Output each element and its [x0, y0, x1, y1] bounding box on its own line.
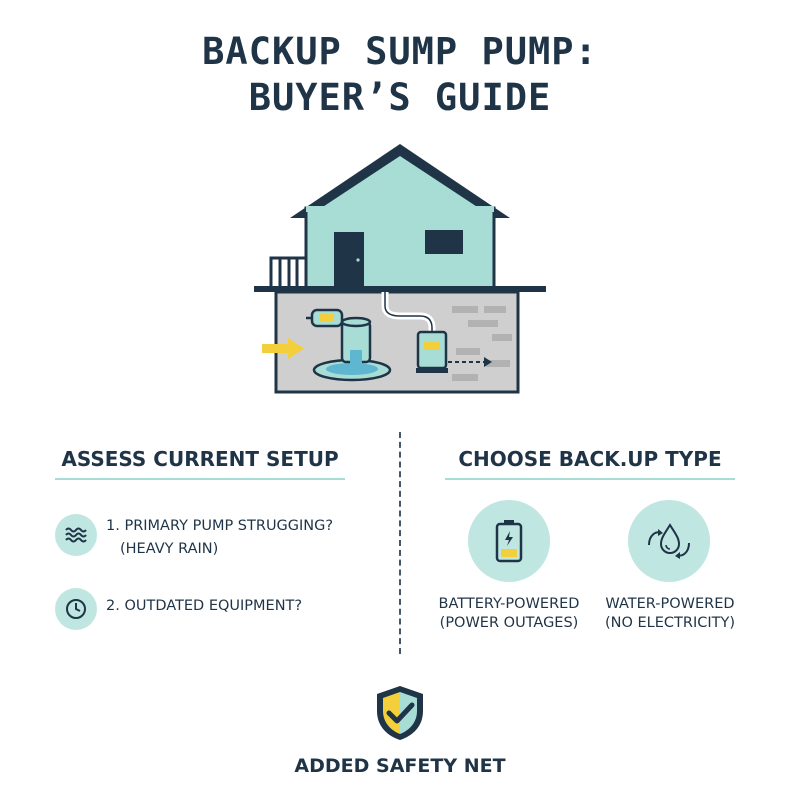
section-divider — [399, 432, 401, 654]
battery-option-title: BATTERY-POWERED — [438, 596, 580, 612]
basement — [274, 290, 520, 394]
title-line-2: BUYER’S GUIDE — [248, 76, 552, 119]
primary-pump — [340, 316, 372, 364]
water-option-label: WATER-POWERED (NO ELECTRICITY) — [585, 595, 755, 633]
secondary-pump — [416, 330, 448, 373]
water-inflow-arrow — [262, 338, 304, 359]
water-drop-icon — [628, 500, 710, 582]
water-outflow-arrow — [448, 357, 492, 367]
choose-type-heading: CHOOSE BACK.UP TYPE — [458, 447, 722, 471]
basement-bricks — [452, 306, 512, 381]
water-option-title: WATER-POWERED — [605, 596, 735, 612]
battery-icon — [468, 500, 550, 582]
assess-setup-underline — [55, 478, 345, 480]
porch-railing — [269, 256, 308, 290]
house-window — [425, 230, 463, 254]
choose-type-underline — [445, 478, 735, 480]
clock-icon — [55, 588, 97, 630]
battery-backup-unit — [306, 308, 344, 328]
house-roof — [290, 144, 510, 218]
title-line-1: BACKUP SUMP PUMP: — [202, 30, 598, 73]
battery-option-sub: (POWER OUTAGES) — [439, 615, 579, 631]
water-option-sub: (NO ELECTRICITY) — [604, 615, 736, 631]
battery-option-label: BATTERY-POWERED (POWER OUTAGES) — [424, 595, 594, 633]
assess-setup-heading: ASSESS CURRENT SETUP — [61, 447, 339, 471]
waves-icon — [55, 514, 97, 556]
footer-label: ADDED SAFETY NET — [294, 755, 506, 777]
assess-item-1-sub: (HEAVY RAIN) — [120, 541, 219, 557]
assess-item-1: 1. PRIMARY PUMP STRUGGING? — [106, 518, 334, 534]
shield-check-icon — [377, 686, 423, 740]
ground-line — [254, 286, 546, 292]
assess-item-2: 2. OUTDATED EQUIPMENT? — [106, 598, 303, 614]
house-basement-illustration — [254, 144, 546, 394]
